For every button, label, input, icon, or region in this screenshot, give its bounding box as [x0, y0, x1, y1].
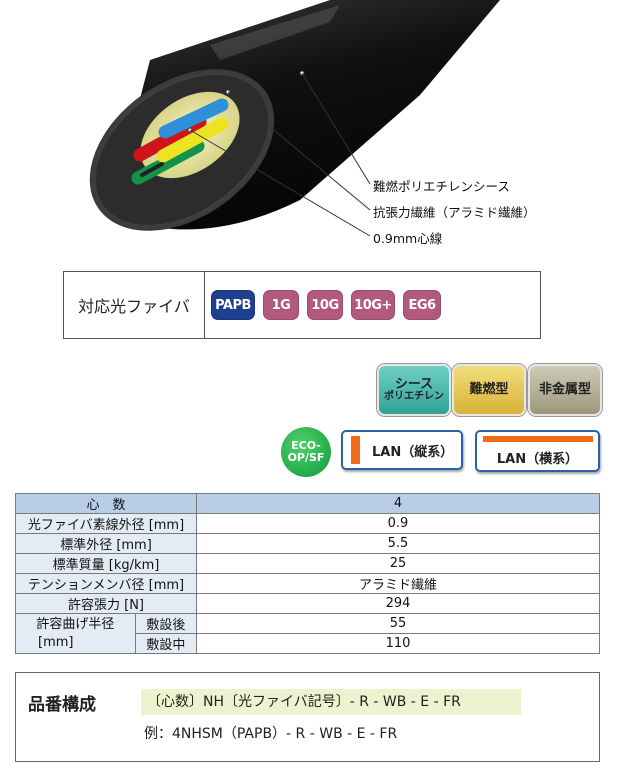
lan-horizontal-label: LAN（横系）: [496, 452, 579, 467]
spec-header-label: 心 数: [15, 493, 197, 514]
spec-row-bend-during: 敷設中 110: [16, 633, 600, 654]
spec-row: テンションメンバ径 [mm] アラミド繊維: [15, 573, 600, 594]
fiber-yellow: [156, 117, 229, 163]
spec-table: 心 数 4 光ファイバ素線外径 [mm] 0.9 標準外径 [mm] 5.5 標…: [15, 493, 600, 654]
spec-value: アラミド繊維: [196, 573, 600, 594]
product-code-format: 〔心数〕NH〔光ファイバ記号〕- R - WB - E - FR: [141, 689, 521, 715]
fiber-compat-label: 対応光ファイバ: [64, 272, 205, 338]
spec-bend-after-label: 敷設後: [134, 613, 198, 634]
callout-sheath: 難燃ポリエチレンシース: [373, 179, 510, 194]
fiber-badge-eg6: EG6: [403, 290, 441, 320]
spec-label: 許容張力 [N]: [15, 593, 197, 614]
fiber-badge-1g: 1G: [263, 290, 299, 320]
spec-bend-during-value: 110: [196, 633, 600, 654]
spec-row: 光ファイバ素線外径 [mm] 0.9: [15, 513, 600, 534]
spec-label: テンションメンバ径 [mm]: [15, 573, 197, 594]
badge-sheath-line1: シース: [394, 376, 434, 392]
badge-eco-line1: ECO-: [291, 439, 321, 453]
badge-sheath-polyethylene: シース ポリエチレン: [377, 364, 451, 416]
badge-eco-line2: OP/SF: [287, 451, 325, 464]
fiber-compat-box: 対応光ファイバ PAPB 1G 10G 10G+ EG6: [63, 271, 541, 339]
fiber-badge-10g: 10G: [307, 290, 343, 320]
spec-header-value: 4: [196, 493, 600, 514]
lan-vertical-bar: [351, 436, 360, 464]
spec-value: 294: [196, 593, 600, 614]
spec-bend-during-label: 敷設中: [134, 633, 198, 654]
fiber-badge-papb: PAPB: [211, 290, 255, 320]
spec-row: 許容張力 [N] 294: [15, 593, 600, 614]
spec-bend-label-line1: 許容曲げ半径: [36, 616, 115, 632]
badge-flame-retardant: 難燃型: [452, 364, 526, 416]
spec-row: 標準質量 [kg/km] 25: [15, 553, 600, 574]
fiber-badges: PAPB 1G 10G 10G+ EG6: [205, 272, 441, 338]
lan-horizontal-bar: [482, 436, 593, 442]
product-code-title: 品番構成: [28, 695, 96, 715]
spec-row-bend-after: 許容曲げ半径 [mm] 敷設後 55: [15, 613, 600, 654]
product-code-example: 例：4NHSM（PAPB）- R - WB - E - FR: [144, 726, 398, 742]
cable-illustration: [89, 0, 500, 237]
spec-value: 25: [196, 553, 600, 574]
spec-label: 光ファイバ素線外径 [mm]: [15, 513, 197, 534]
spec-row: 標準外径 [mm] 5.5: [15, 533, 600, 554]
badge-non-metallic: 非金属型: [528, 364, 602, 416]
lan-vertical-label: LAN（縦系）: [372, 444, 454, 460]
badge-lan-horizontal: LAN（横系）: [475, 430, 600, 472]
product-code-box: 品番構成 〔心数〕NH〔光ファイバ記号〕- R - WB - E - FR 例：…: [15, 672, 600, 762]
badge-eco: ECO- OP/SF: [281, 427, 331, 477]
spec-bend-label-line2: [mm]: [38, 634, 74, 650]
spec-header-row: 心 数 4: [15, 493, 600, 514]
badge-lan-vertical: LAN（縦系）: [341, 430, 463, 470]
spec-value: 0.9: [196, 513, 600, 534]
callout-tension-member: 抗張力繊維（アラミド繊維）: [373, 205, 536, 220]
callout-core: 0.9mm心線: [373, 231, 443, 246]
spec-bend-label: 許容曲げ半径 [mm]: [15, 613, 136, 654]
badge-sheath-line2: ポリエチレン: [384, 390, 444, 402]
spec-label: 標準外径 [mm]: [15, 533, 197, 554]
fiber-blue: [158, 98, 229, 139]
fiber-badge-10g-plus: 10G+: [351, 290, 395, 320]
spec-value: 5.5: [196, 533, 600, 554]
spec-label: 標準質量 [kg/km]: [15, 553, 197, 574]
sheath-highlight: [210, 5, 340, 60]
spec-bend-after-value: 55: [196, 613, 600, 634]
